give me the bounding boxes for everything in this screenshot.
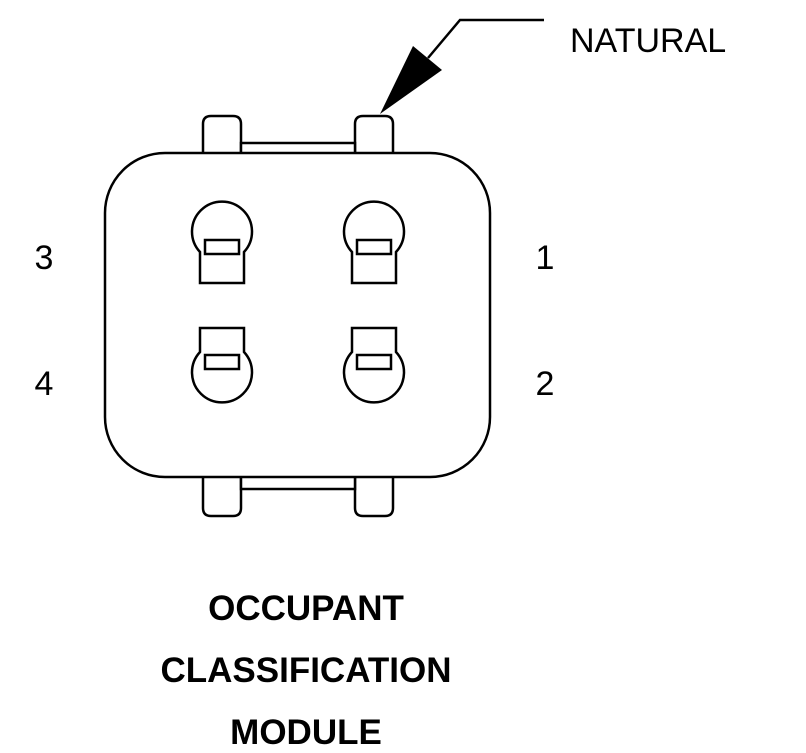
- title-line-2: CLASSIFICATION: [160, 651, 451, 690]
- cavity-2: [342, 326, 406, 404]
- pin-label-1: 1: [536, 239, 555, 277]
- pin-label-2: 2: [536, 365, 555, 403]
- pin-label-3: 3: [35, 239, 54, 277]
- connector-body: [103, 151, 492, 479]
- bottom-latch: [201, 474, 395, 518]
- title-line-1: OCCUPANT: [208, 589, 404, 628]
- cavity-3: [190, 200, 254, 285]
- callout-arrow-icon: [380, 46, 442, 114]
- pin-label-4: 4: [35, 365, 54, 403]
- cavity-1: [342, 200, 406, 285]
- cavity-4: [190, 326, 254, 404]
- title-line-3: MODULE: [230, 713, 382, 752]
- top-latch: [201, 114, 395, 158]
- callout-leader: [380, 18, 544, 114]
- callout-label: NATURAL: [570, 22, 726, 60]
